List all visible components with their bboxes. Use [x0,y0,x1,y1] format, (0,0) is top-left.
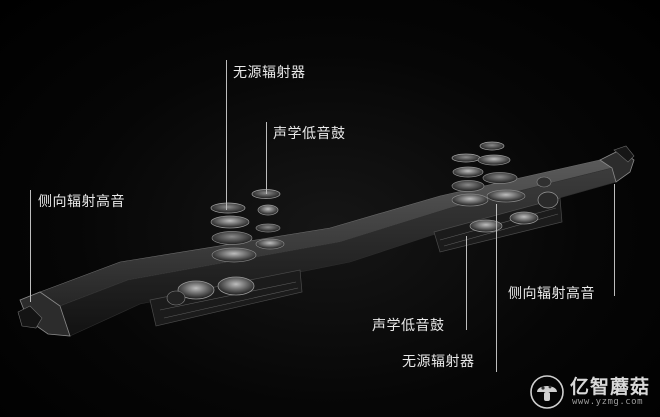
leader-top-passive-radiator [226,60,227,210]
label-bottom-passive-radiator: 无源辐射器 [402,354,475,370]
watermark-logo: 亿智蘑菇 www.yzmg.com [530,375,650,409]
left-driver-stack [166,189,285,306]
leader-bottom-woofer [466,236,467,330]
leader-top-woofer [266,122,267,194]
label-left-side-tweeter: 侧向辐射高音 [38,194,125,210]
leader-right-side-tweeter [614,184,615,296]
leader-bottom-passive-radiator [496,204,497,372]
soundbar-body [17,145,635,337]
leader-left-side-tweeter [30,190,31,302]
label-right-side-tweeter: 侧向辐射高音 [508,286,595,302]
label-top-woofer: 声学低音鼓 [273,126,346,142]
label-top-passive-radiator: 无源辐射器 [233,65,306,81]
watermark-text: 亿智蘑菇 www.yzmg.com [570,377,650,407]
mushroom-icon [530,375,564,409]
watermark-name: 亿智蘑菇 [569,376,650,398]
right-driver-stack [451,141,559,233]
label-bottom-woofer: 声学低音鼓 [372,318,445,334]
watermark-url: www.yzmg.com [571,397,644,407]
